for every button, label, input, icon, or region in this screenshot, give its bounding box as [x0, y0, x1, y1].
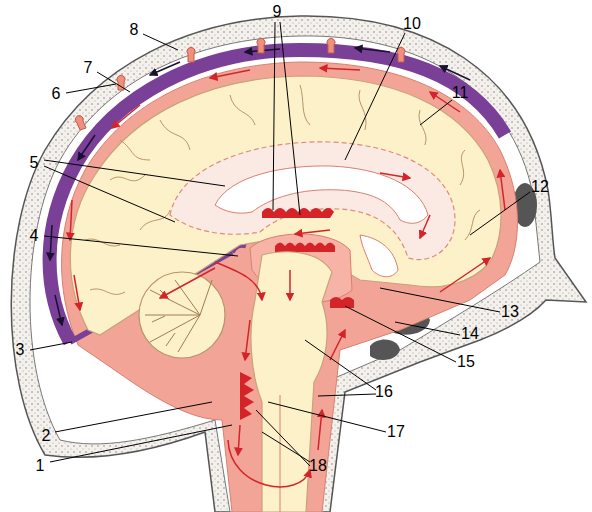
- callout-number: 9: [273, 3, 282, 21]
- callout-number: 14: [461, 325, 479, 343]
- callout-number: 5: [30, 154, 39, 172]
- callout-number: 16: [375, 383, 393, 401]
- callout-number: 4: [30, 227, 39, 245]
- callout-number: 2: [42, 427, 51, 445]
- callout-number: 8: [130, 21, 139, 39]
- callout-number: 17: [387, 423, 405, 441]
- subarachnoid-space: [62, 62, 518, 512]
- callout-number: 11: [452, 84, 469, 102]
- callout-number: 15: [457, 353, 475, 371]
- callout-number: 12: [531, 178, 549, 196]
- callout-number: 7: [84, 59, 93, 77]
- callout-number: 3: [16, 341, 25, 359]
- leader-lines: [30, 22, 530, 466]
- callout-number: 13: [501, 303, 519, 321]
- callout-number: 1: [36, 457, 45, 475]
- csf-flow-arrows: [70, 68, 505, 487]
- callout-number: 10: [403, 15, 421, 33]
- skull: [11, 16, 586, 512]
- callout-number: 18: [309, 457, 327, 475]
- callout-number: 6: [52, 85, 61, 103]
- brainstem-spinal-cord: [240, 252, 332, 512]
- cerebellum: [139, 272, 225, 358]
